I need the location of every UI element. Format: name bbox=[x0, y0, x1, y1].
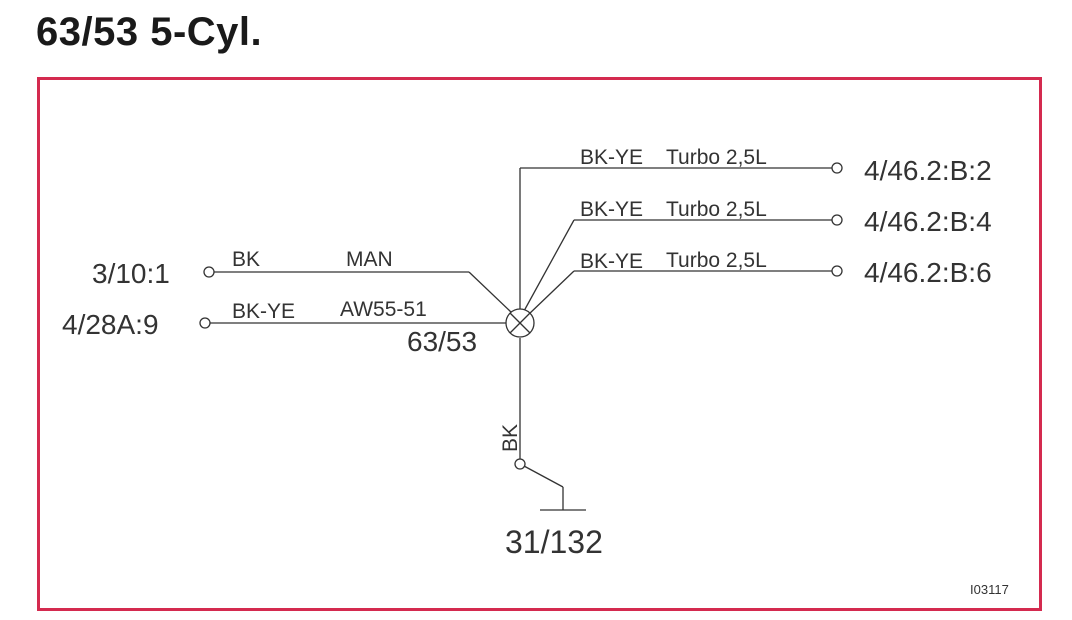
wire-note-right-3: Turbo 2,5L bbox=[666, 249, 767, 272]
wire-note-right-2: Turbo 2,5L bbox=[666, 198, 767, 221]
wire-color-right-1: BK-YE bbox=[580, 146, 643, 169]
terminal-circle-ground bbox=[514, 458, 526, 470]
terminal-label-3-10-1: 3/10:1 bbox=[92, 258, 170, 289]
terminal-label-4-28a-9: 4/28A:9 bbox=[62, 309, 159, 340]
wire-ground bbox=[519, 338, 586, 511]
wire-right-1 bbox=[519, 167, 832, 310]
wire-color-right-3: BK-YE bbox=[580, 250, 643, 273]
terminal-circle-4-46-2-b-4 bbox=[831, 214, 843, 226]
wire-color-ground: BK bbox=[499, 424, 522, 452]
terminal-label-4-46-2-b-4: 4/46.2:B:4 bbox=[864, 206, 992, 237]
terminal-label-4-46-2-b-2: 4/46.2:B:2 bbox=[864, 155, 992, 186]
terminal-circle-4-46-2-b-6 bbox=[831, 265, 843, 277]
terminal-circle-3-10-1 bbox=[203, 266, 215, 278]
terminal-circle-4-46-2-b-2 bbox=[831, 162, 843, 174]
wire-left-1 bbox=[214, 271, 513, 314]
component-symbol-63-53 bbox=[505, 308, 535, 338]
wire-color-left-1: BK bbox=[232, 248, 260, 271]
component-label: 63/53 bbox=[407, 326, 477, 357]
wire-right-2 bbox=[523, 219, 832, 312]
terminal-label-4-46-2-b-6: 4/46.2:B:6 bbox=[864, 257, 992, 288]
wire-color-left-2: BK-YE bbox=[232, 300, 295, 323]
wire-color-right-2: BK-YE bbox=[580, 198, 643, 221]
diagram-frame bbox=[37, 77, 1042, 611]
wire-note-right-1: Turbo 2,5L bbox=[666, 146, 767, 169]
ground-label: 31/132 bbox=[505, 524, 603, 560]
wire-note-left-2: AW55-51 bbox=[340, 298, 427, 321]
page-title: 63/53 5-Cyl. bbox=[36, 10, 263, 54]
figure-id: I03117 bbox=[970, 582, 1009, 597]
wire-note-left-1: MAN bbox=[346, 248, 393, 271]
wire-right-3 bbox=[527, 270, 832, 316]
terminal-circle-4-28a-9 bbox=[199, 317, 211, 329]
